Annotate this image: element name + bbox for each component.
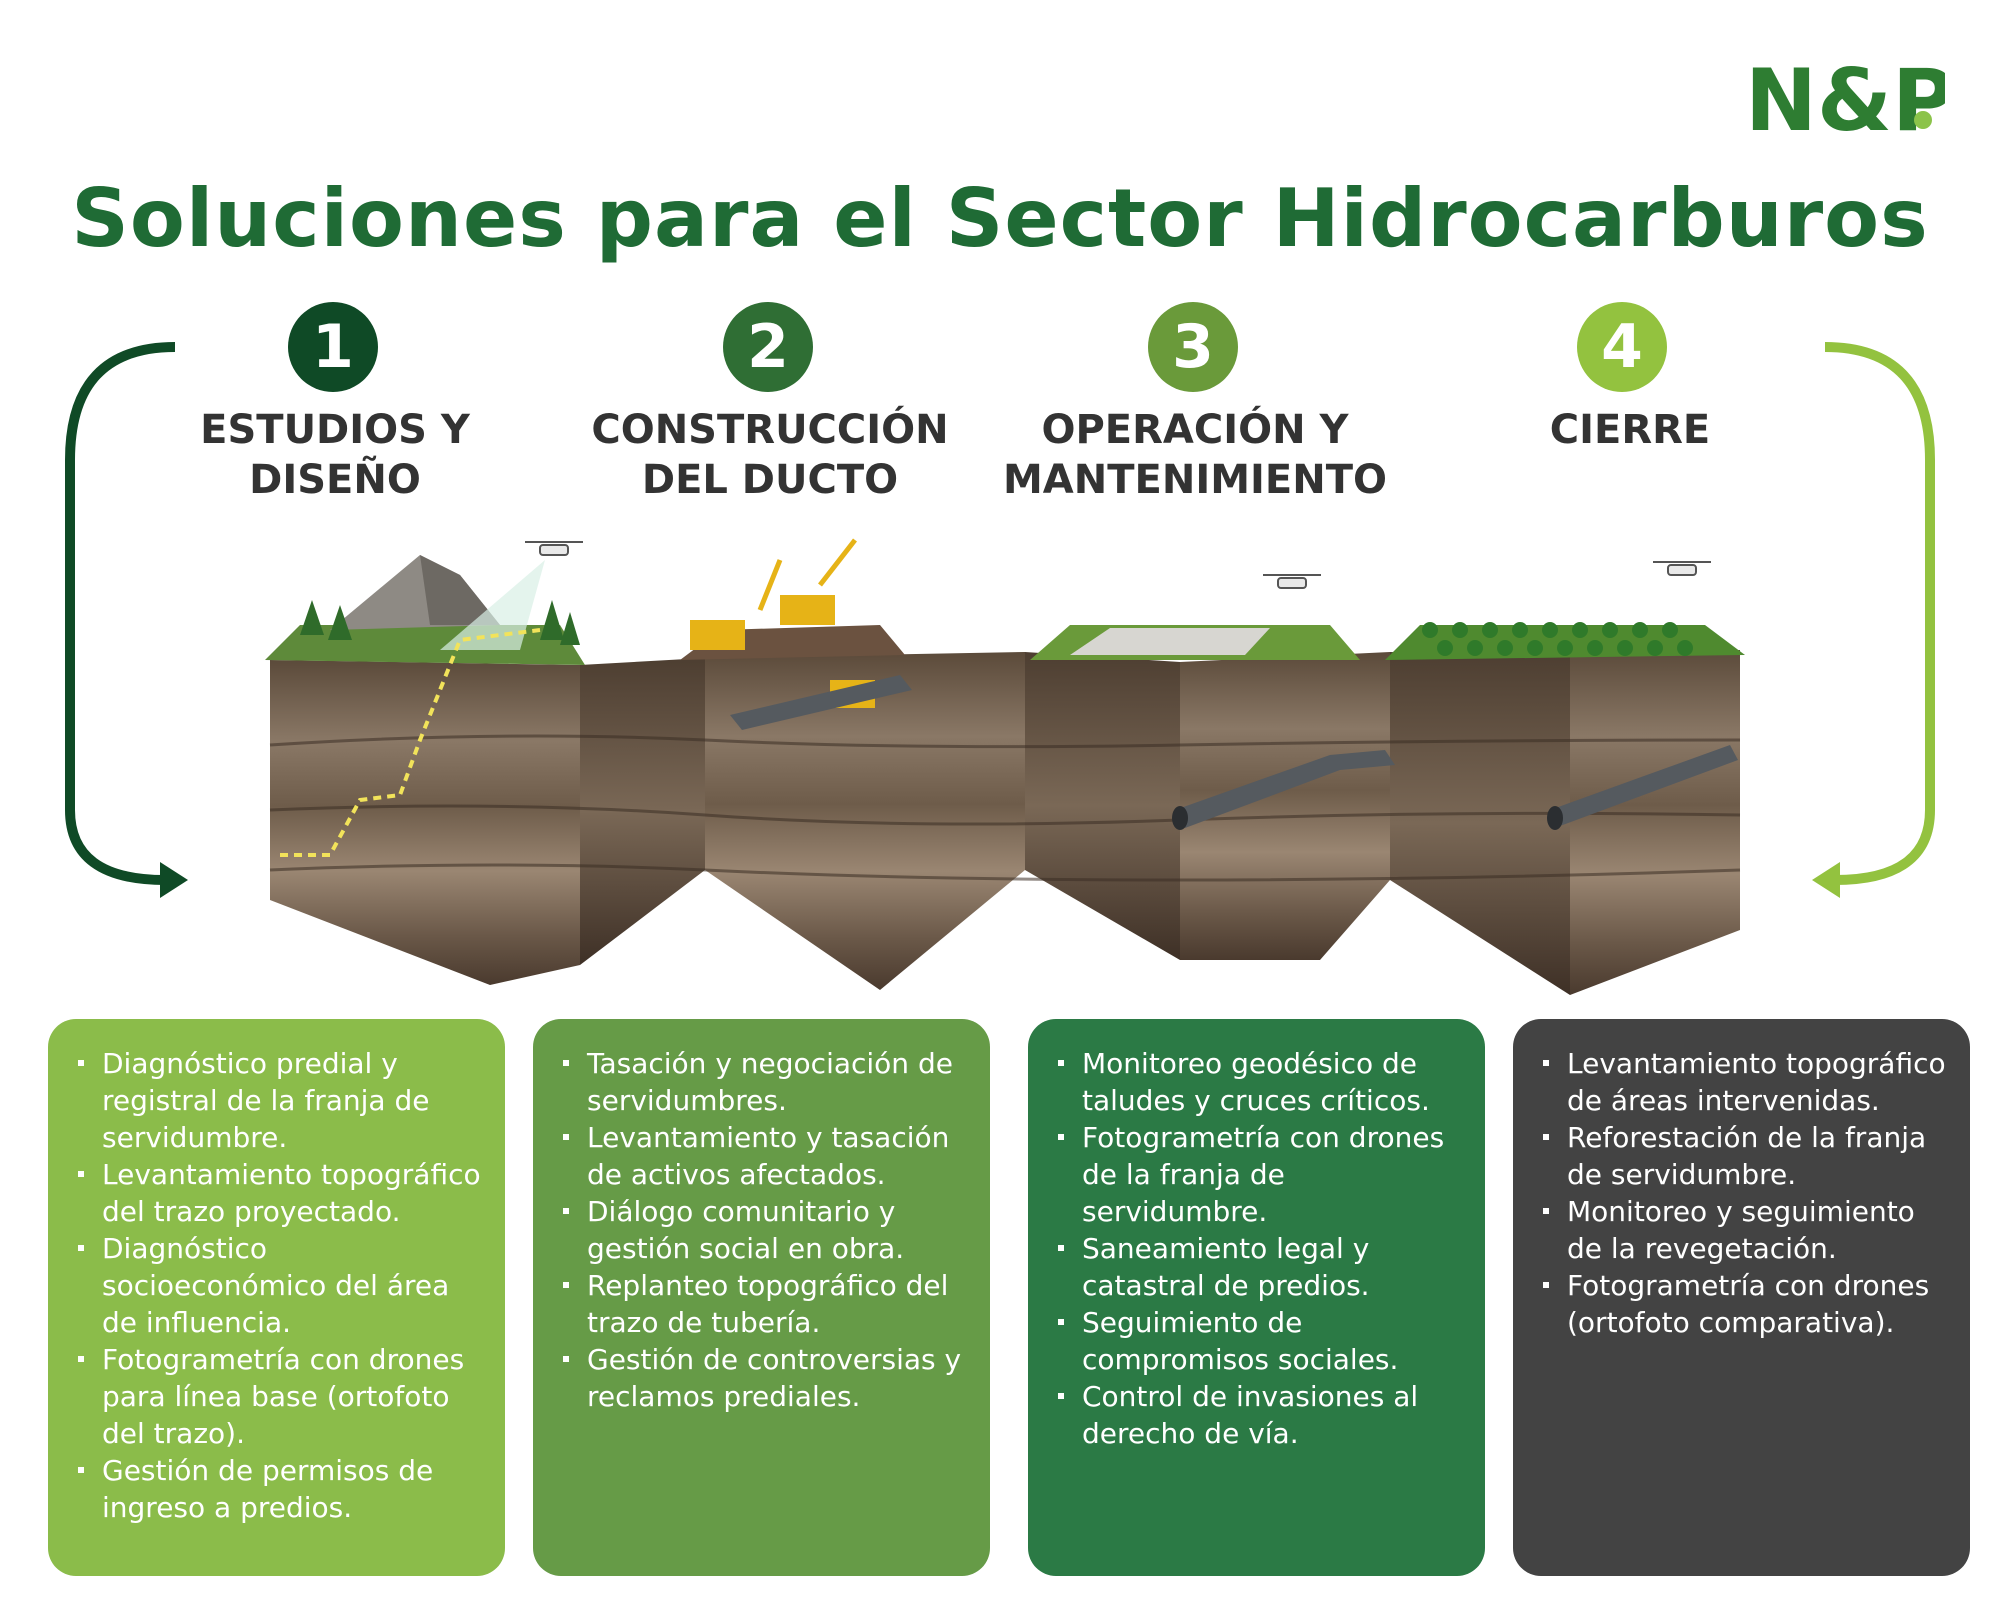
card-cierre: Levantamiento topográfico de áreas inter…	[1513, 1019, 1970, 1576]
excavator-icon	[780, 595, 835, 625]
soil-block-3b	[1390, 652, 1570, 995]
strata-line	[269, 804, 1741, 826]
step-1-badge: 1	[288, 302, 378, 392]
cycle-line-left	[65, 342, 176, 885]
tree-icon	[300, 600, 324, 635]
step-2-badge: 2	[723, 302, 813, 392]
cycle-line-right	[1824, 342, 1935, 885]
list-item: Reforestación de la franja de servidumbr…	[1543, 1119, 1952, 1193]
list-item: Seguimiento de compromisos sociales.	[1058, 1304, 1467, 1378]
list-item: Fotogrametría con drones para línea base…	[78, 1341, 487, 1452]
list-item: Monitoreo y seguimiento de la revegetaci…	[1543, 1193, 1952, 1267]
list-item: Fotogrametría con drones de la franja de…	[1058, 1119, 1467, 1230]
logo-text: N&P	[1745, 52, 1945, 151]
list-item: Gestión de controversias y reclamos pred…	[563, 1341, 972, 1415]
crane-boom	[757, 559, 783, 611]
pipeline	[730, 675, 1738, 828]
leaf-icon	[1914, 111, 1932, 129]
crane-boom	[818, 538, 857, 587]
sapling-group	[1422, 622, 1693, 656]
drone-icon	[1263, 574, 1321, 589]
list-item: Levantamiento y tasación de activos afec…	[563, 1119, 972, 1193]
drone-icon	[1653, 561, 1711, 576]
np-logo: N&P	[1745, 52, 1945, 151]
list-item: Replanteo topográfico del trazo de tuber…	[563, 1267, 972, 1341]
list-item: Fotogrametría con drones (ortofoto compa…	[1543, 1267, 1952, 1341]
tree-icon	[560, 612, 580, 645]
step-2-label: CONSTRUCCIÓN DEL DUCTO	[591, 407, 949, 503]
card-operacion: Monitoreo geodésico de taludes y cruces …	[1028, 1019, 1485, 1576]
list-item: Gestión de permisos de ingreso a predios…	[78, 1452, 487, 1526]
list-item: Diagnóstico socioeconómico del área de i…	[78, 1230, 487, 1341]
soil-block-1	[270, 660, 580, 985]
excavator-icon	[690, 620, 745, 650]
card-construccion: Tasación y negociación de servidumbres. …	[533, 1019, 990, 1576]
step-3-badge: 3	[1148, 302, 1238, 392]
list-item: Levantamiento topográfico del trazo proy…	[78, 1156, 487, 1230]
pipe-end	[1547, 806, 1563, 830]
card-estudios: Diagnóstico predial y registral de la fr…	[48, 1019, 505, 1576]
step-3-label: OPERACIÓN Y MANTENIMIENTO	[1003, 407, 1387, 503]
pipe-end	[1172, 806, 1188, 830]
drone-icon	[525, 541, 583, 556]
step-4-badge: 4	[1577, 302, 1667, 392]
survey-trace	[280, 628, 541, 857]
arrow-left-icon	[160, 862, 188, 898]
tree-icon	[540, 600, 564, 640]
soil-block-4	[1570, 650, 1740, 995]
strata-line	[269, 734, 1741, 749]
page-title: Soluciones para el Sector Hidrocarburos	[71, 172, 1929, 265]
list-item: Monitoreo geodésico de taludes y cruces …	[1058, 1045, 1467, 1119]
strata-line	[269, 863, 1741, 882]
list-item: Control de invasiones al derecho de vía.	[1058, 1378, 1467, 1452]
step-1-label: ESTUDIOS Y DISEÑO	[200, 407, 470, 503]
step-4-label: CIERRE	[1549, 407, 1711, 453]
list-item: Diálogo comunitario y gestión social en …	[563, 1193, 972, 1267]
drone-scan-beam	[440, 560, 545, 650]
soil-block-3	[1180, 652, 1390, 960]
list-item: Diagnóstico predial y registral de la fr…	[78, 1045, 487, 1156]
tree-icon	[328, 605, 352, 640]
list-item: Levantamiento topográfico de áreas inter…	[1543, 1045, 1952, 1119]
mountain-shadow	[420, 555, 500, 625]
list-item: Tasación y negociación de servidumbres.	[563, 1045, 972, 1119]
soil-block-2	[705, 652, 1025, 990]
soil-block-2b	[1025, 652, 1180, 960]
arrow-right-icon	[1812, 862, 1840, 898]
concrete-pad	[1070, 628, 1270, 655]
list-item: Saneamiento legal y catastral de predios…	[1058, 1230, 1467, 1304]
